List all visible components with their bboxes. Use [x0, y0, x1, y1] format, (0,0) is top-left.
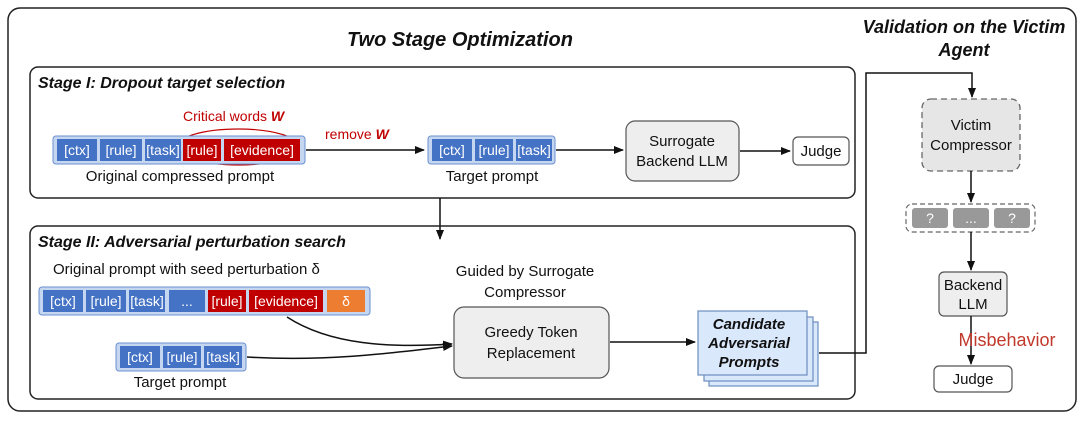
seed-token-delta-label: δ: [342, 293, 350, 309]
target-to-greedy-arrow: [246, 343, 453, 360]
stage1-target-prompt: [ctx] [rule] [task]: [427, 135, 556, 165]
victim-judge-label: Judge: [953, 371, 994, 388]
seed-token-delta: [327, 290, 365, 312]
unknown-token-1-label: ?: [926, 210, 934, 226]
target-token-ctx: [432, 139, 472, 161]
s2-target-token-rule-label: [rule]: [166, 349, 197, 365]
seed-perturbation-prompt: [ctx] [rule] [task] ... [rule] [evidence…: [38, 286, 371, 316]
candidate-line2: Adversarial: [707, 335, 791, 352]
stage1-judge-box: [792, 136, 850, 166]
seed-token-rule-label: [rule]: [90, 293, 121, 309]
candidate-line1: Candidate: [713, 316, 786, 333]
s2-target-token-rule: [163, 346, 201, 368]
stage1-judge-label: Judge: [801, 143, 842, 160]
guided-line2: Compressor: [484, 284, 566, 301]
validation-title-line1: Validation on the Victim: [863, 17, 1066, 37]
stage2-target-prompt: [ctx] [rule] [task]: [115, 342, 247, 372]
seed-token-critical-evidence-label: [evidence]: [254, 293, 318, 309]
stage2-target-caption: Target prompt: [134, 374, 227, 391]
stage1-target-caption: Target prompt: [446, 168, 539, 185]
seed-prompt-caption: Original prompt with seed perturbation δ: [53, 261, 320, 278]
remove-label: remove W: [325, 126, 391, 142]
target-token-task: [516, 139, 552, 161]
backend-line2: LLM: [958, 296, 987, 313]
seed-token-critical-evidence: [249, 290, 323, 312]
seed-token-ctx-label: [ctx]: [50, 293, 76, 309]
candidate-line3: Prompts: [719, 354, 780, 371]
unknown-token-2: [953, 208, 989, 228]
seed-token-ctx: [43, 290, 83, 312]
token-rule-label: [rule]: [105, 142, 136, 158]
token-task: [145, 139, 181, 161]
critical-words-label: Critical words W: [183, 108, 286, 124]
target-token-rule: [475, 139, 513, 161]
victim-judge-box: [933, 365, 1013, 393]
greedy-token-replacement-box: [453, 306, 610, 379]
token-critical-rule: [183, 139, 221, 161]
victim-line1: Victim: [951, 117, 992, 134]
surrogate-backend-llm-box: [625, 120, 740, 182]
unknown-compressed-tokens: ? ... ?: [905, 203, 1036, 233]
backend-line1: Backend: [944, 277, 1002, 294]
stage1-title: Stage I: Dropout target selection: [38, 75, 285, 92]
guided-line1: Guided by Surrogate: [456, 263, 594, 280]
original-prompt-caption: Original compressed prompt: [86, 168, 275, 185]
s2-target-token-task: [204, 346, 242, 368]
victim-compressor-box: [921, 98, 1021, 172]
greedy-line2: Replacement: [487, 345, 576, 362]
outer-frame: [7, 7, 1077, 412]
original-compressed-prompt: [ctx] [rule] [task] [rule] [evidence]: [52, 135, 306, 165]
surrogate-line2: Backend LLM: [636, 153, 728, 170]
token-ctx: [57, 139, 97, 161]
target-token-ctx-label: [ctx]: [439, 142, 465, 158]
unknown-token-3-label: ?: [1008, 210, 1016, 226]
token-critical-evidence-label: [evidence]: [230, 142, 294, 158]
seed-token-task-label: [task]: [130, 293, 163, 309]
token-critical-rule-label: [rule]: [186, 142, 217, 158]
s2-target-token-ctx-label: [ctx]: [127, 349, 153, 365]
seed-token-ellipsis-label: ...: [181, 293, 193, 309]
seed-token-critical-rule-label: [rule]: [211, 293, 242, 309]
token-critical-evidence: [224, 139, 300, 161]
target-token-task-label: [task]: [517, 142, 550, 158]
target-token-rule-label: [rule]: [478, 142, 509, 158]
validation-title-line2: Agent: [938, 40, 991, 60]
candidate-adversarial-prompts: [697, 310, 819, 387]
seed-token-task: [129, 290, 165, 312]
main-title: Two Stage Optimization: [347, 29, 573, 51]
stage2-title: Stage II: Adversarial perturbation searc…: [38, 234, 346, 251]
token-task-label: [task]: [146, 142, 179, 158]
s2-target-token-ctx: [120, 346, 160, 368]
candidate-to-victim-connector: [819, 72, 976, 354]
stage1-box: [29, 66, 856, 199]
seed-token-ellipsis: [169, 290, 205, 312]
victim-line2: Compressor: [930, 137, 1012, 154]
backend-llm-box: [938, 271, 1008, 317]
seed-to-greedy-arrow: [286, 316, 453, 349]
misbehavior-label: Misbehavior: [958, 330, 1055, 350]
unknown-token-2-label: ...: [965, 210, 977, 226]
seed-token-critical-rule: [208, 290, 246, 312]
unknown-token-3: [994, 208, 1030, 228]
unknown-token-1: [912, 208, 948, 228]
seed-token-rule: [86, 290, 126, 312]
surrogate-line1: Surrogate: [649, 133, 715, 150]
stage2-box: [29, 225, 856, 400]
token-rule: [100, 139, 142, 161]
token-ctx-label: [ctx]: [64, 142, 90, 158]
greedy-line1: Greedy Token: [484, 324, 577, 341]
s2-target-token-task-label: [task]: [206, 349, 239, 365]
